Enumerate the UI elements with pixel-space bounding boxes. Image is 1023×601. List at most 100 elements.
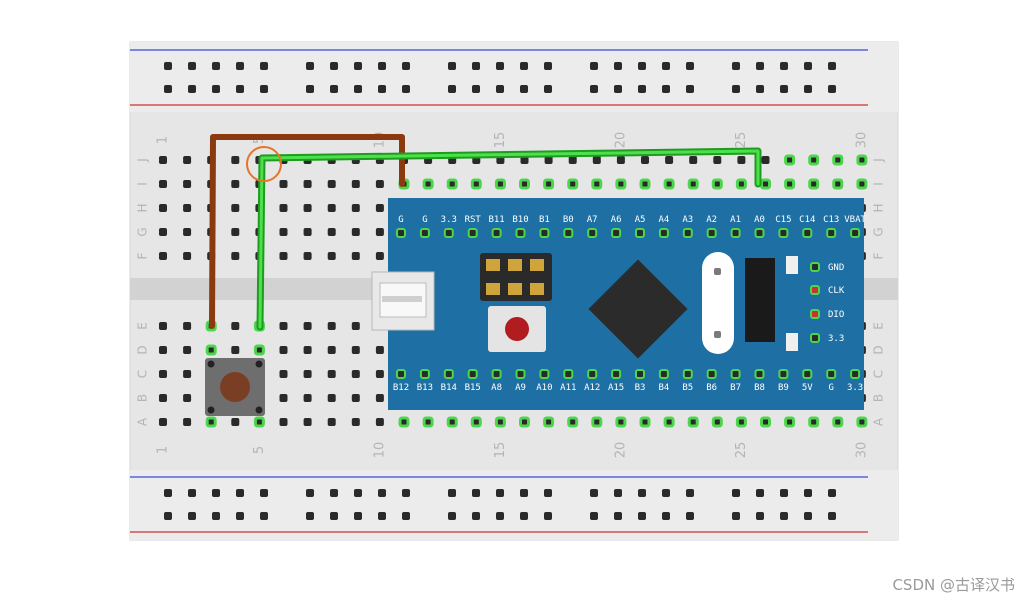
reset-button [488, 306, 546, 352]
bottom-pin-label: 5V [802, 383, 813, 393]
board-pin [396, 228, 406, 238]
usb-connector [371, 271, 435, 331]
board-pin [491, 369, 502, 379]
breadboard-hole [351, 228, 360, 236]
breadboard-hole [375, 346, 384, 354]
bottom-pin-label: 3.3 [847, 383, 863, 393]
breadboard-hole [662, 512, 670, 520]
side-pin [810, 285, 820, 295]
breadboard-hole [591, 416, 603, 428]
breadboard-hole [756, 62, 764, 70]
breadboard-hole [687, 416, 699, 428]
bottom-pin-label: B12 [393, 383, 409, 393]
breadboard-hole [183, 252, 192, 260]
breadboard-hole [306, 62, 314, 70]
top-pin-label: A6 [611, 215, 622, 225]
row-letter: G [872, 227, 886, 236]
top-pin-label: A2 [706, 215, 717, 225]
breadboard-hole [784, 154, 796, 166]
row-letter: H [136, 203, 150, 212]
breadboard-hole [260, 489, 268, 497]
breadboard-hole [159, 204, 167, 212]
column-number: 25 [734, 442, 749, 459]
board-pin [587, 228, 598, 238]
bottom-pin-label: B7 [730, 383, 741, 393]
breadboard-hole [543, 178, 555, 190]
breadboard-hole [567, 416, 579, 428]
row-letter: C [872, 370, 886, 378]
row-letter: J [136, 158, 150, 163]
breadboard-hole [446, 178, 458, 190]
board-pin [563, 369, 574, 379]
breadboard-hole [639, 416, 651, 428]
bottom-pin-label: G [828, 383, 833, 393]
row-letter: F [872, 252, 886, 259]
breadboard-hole [231, 322, 240, 330]
breadboard-hole [205, 416, 217, 428]
row-letter: B [872, 394, 886, 402]
board-pin [491, 228, 502, 238]
board-pin [587, 369, 598, 379]
breadboard-hole [159, 180, 167, 188]
breadboard-hole [279, 180, 288, 188]
breadboard-hole [520, 85, 528, 93]
breadboard-hole [351, 252, 360, 260]
push-button [205, 358, 265, 416]
breadboard-hole [614, 85, 622, 93]
breadboard-hole [446, 416, 458, 428]
breadboard-hole [686, 512, 694, 520]
breadboard-hole [351, 346, 360, 354]
top-pin-label: B1 [539, 215, 550, 225]
side-pin [810, 333, 820, 343]
breadboard-hole [780, 489, 788, 497]
top-pin-label: A4 [658, 215, 669, 225]
breadboard-hole [639, 178, 651, 190]
top-power-rail [130, 42, 898, 112]
top-pin-label: C13 [823, 215, 839, 225]
breadboard-hole [494, 178, 506, 190]
top-pin-label: RST [465, 215, 482, 225]
breadboard-hole [760, 416, 771, 428]
column-number: 25 [734, 132, 749, 149]
breadboard-hole [832, 416, 844, 428]
board-pin [706, 228, 717, 238]
breadboard-hole [544, 62, 552, 70]
breadboard-hole [470, 416, 482, 428]
breadboard-hole [638, 85, 646, 93]
breadboard-hole [448, 85, 456, 93]
breadboard-hole [279, 370, 288, 378]
breadboard-hole [231, 252, 240, 260]
breadboard-hole [327, 370, 336, 378]
breadboard-hole [159, 394, 167, 402]
breadboard-hole [279, 394, 288, 402]
breadboard-hole [756, 512, 764, 520]
breadboard-hole [205, 344, 217, 356]
breadboard-hole [303, 370, 312, 378]
board-pin [826, 228, 837, 238]
breadboard-hole [164, 489, 172, 497]
row-letter: I [872, 182, 886, 186]
breadboard-hole [303, 180, 312, 188]
breadboard-hole [303, 394, 312, 402]
breadboard-hole [351, 180, 360, 188]
breadboard-hole [590, 62, 598, 70]
breadboard-hole [330, 62, 338, 70]
breadboard-hole [686, 85, 694, 93]
breadboard-hole [183, 156, 192, 164]
board-pin [706, 369, 717, 379]
breadboard-hole [327, 322, 336, 330]
breadboard-hole [732, 489, 740, 497]
breadboard-hole [472, 512, 480, 520]
breadboard-hole [351, 370, 360, 378]
breadboard-hole [804, 85, 812, 93]
breadboard-hole [520, 156, 529, 164]
breadboard-hole [279, 252, 288, 260]
column-number: 30 [854, 442, 869, 459]
column-number: 15 [493, 132, 508, 149]
breadboard-hole [327, 418, 336, 426]
side-pin-label: DIO [828, 310, 844, 320]
breadboard-hole [188, 512, 196, 520]
breadboard-hole [183, 370, 192, 378]
